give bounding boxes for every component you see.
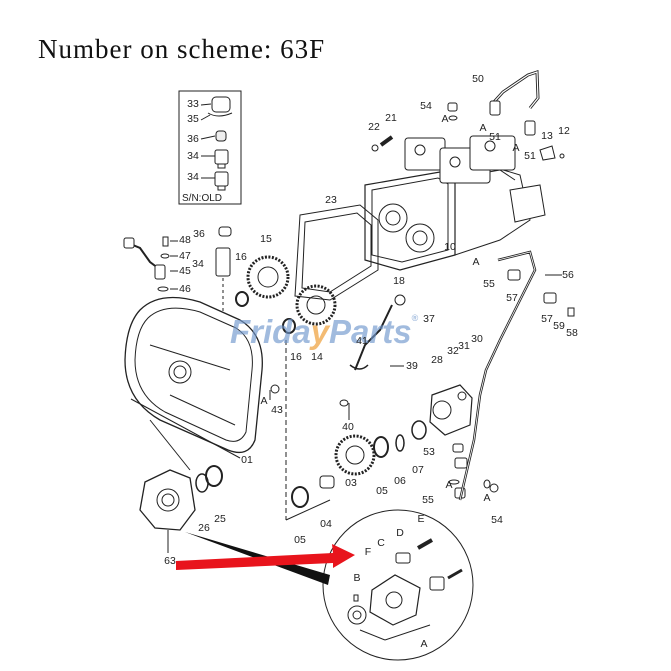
part-label-12: 12 bbox=[558, 124, 570, 137]
part-label-56: 56 bbox=[562, 268, 574, 281]
part-label-43: 43 bbox=[271, 403, 283, 416]
part-label-28: 28 bbox=[431, 353, 443, 366]
part-label-34: 34 bbox=[192, 257, 204, 270]
inset-label-34b: 34 bbox=[187, 170, 199, 183]
part-label-31: 31 bbox=[458, 339, 470, 352]
part-label-63: 63 bbox=[164, 554, 176, 567]
part-label-10: 10 bbox=[444, 240, 456, 253]
part-label-15: 15 bbox=[260, 232, 272, 245]
part-label-A: A bbox=[445, 478, 453, 491]
detail-label-e: E bbox=[417, 512, 425, 525]
part-label-A: A bbox=[441, 112, 449, 125]
part-label-07: 07 bbox=[412, 463, 424, 476]
part-label-57: 57 bbox=[541, 312, 553, 325]
part-label-23: 23 bbox=[325, 193, 337, 206]
part-label-25: 25 bbox=[214, 512, 226, 525]
detail-label-f: F bbox=[364, 545, 372, 558]
part-label-50: 50 bbox=[472, 72, 484, 85]
watermark-accent: y bbox=[310, 313, 330, 350]
detail-label-c: C bbox=[377, 536, 385, 549]
detail-label-d: D bbox=[396, 526, 404, 539]
part-label-48: 48 bbox=[179, 233, 191, 246]
part-label-A: A bbox=[483, 491, 491, 504]
part-label-16: 16 bbox=[290, 350, 302, 363]
part-label-22: 22 bbox=[368, 120, 380, 133]
part-label-05: 05 bbox=[294, 533, 306, 546]
part-label-05: 05 bbox=[376, 484, 388, 497]
part-label-A: A bbox=[472, 255, 480, 268]
part-label-59: 59 bbox=[553, 319, 565, 332]
part-label-45: 45 bbox=[179, 264, 191, 277]
part-label-54: 54 bbox=[420, 99, 432, 112]
part-label-51: 51 bbox=[489, 130, 501, 143]
part-label-21: 21 bbox=[385, 111, 397, 124]
inset-box bbox=[178, 90, 242, 205]
part-label-A: A bbox=[479, 121, 487, 134]
part-label-37: 37 bbox=[423, 312, 435, 325]
part-label-14: 14 bbox=[311, 350, 323, 363]
page-title: Number on scheme: 63F bbox=[38, 34, 326, 64]
detail-label-b: B bbox=[353, 571, 361, 584]
part-label-03: 03 bbox=[345, 476, 357, 489]
part-label-36: 36 bbox=[193, 227, 205, 240]
part-label-16: 16 bbox=[235, 250, 247, 263]
part-label-40: 40 bbox=[342, 420, 354, 433]
part-label-55: 55 bbox=[483, 277, 495, 290]
part-label-54: 54 bbox=[491, 513, 503, 526]
part-label-51: 51 bbox=[524, 149, 536, 162]
inset-label-36: 36 bbox=[187, 132, 199, 145]
part-label-47: 47 bbox=[179, 249, 191, 262]
part-label-41: 41 bbox=[356, 334, 368, 347]
registered-mark: ® bbox=[411, 313, 419, 323]
inset-label-34a: 34 bbox=[187, 149, 199, 162]
watermark-text-1: Frida bbox=[230, 313, 311, 350]
part-label-58: 58 bbox=[566, 326, 578, 339]
coupling-detail-circle bbox=[322, 509, 474, 661]
inset-label-33: 33 bbox=[187, 97, 199, 110]
part-label-55: 55 bbox=[422, 493, 434, 506]
part-label-04: 04 bbox=[320, 517, 332, 530]
part-label-26: 26 bbox=[198, 521, 210, 534]
part-label-18: 18 bbox=[393, 274, 405, 287]
part-label-32: 32 bbox=[447, 344, 459, 357]
inset-label-35: 35 bbox=[187, 112, 199, 125]
part-label-01: 01 bbox=[241, 453, 253, 466]
part-label-53: 53 bbox=[423, 445, 435, 458]
part-label-06: 06 bbox=[394, 474, 406, 487]
detail-label-a: A bbox=[420, 637, 428, 650]
part-label-39: 39 bbox=[406, 359, 418, 372]
part-label-A: A bbox=[512, 141, 520, 154]
highlight-arrow bbox=[176, 544, 355, 570]
part-label-46: 46 bbox=[179, 282, 191, 295]
fridayparts-watermark: FridayParts® bbox=[230, 313, 418, 351]
watermark-text-2: Parts bbox=[329, 313, 412, 350]
part-label-57: 57 bbox=[506, 291, 518, 304]
part-label-A: A bbox=[260, 394, 268, 407]
part-label-30: 30 bbox=[471, 332, 483, 345]
inset-caption: S/N:OLD bbox=[182, 193, 223, 204]
part-label-13: 13 bbox=[541, 129, 553, 142]
